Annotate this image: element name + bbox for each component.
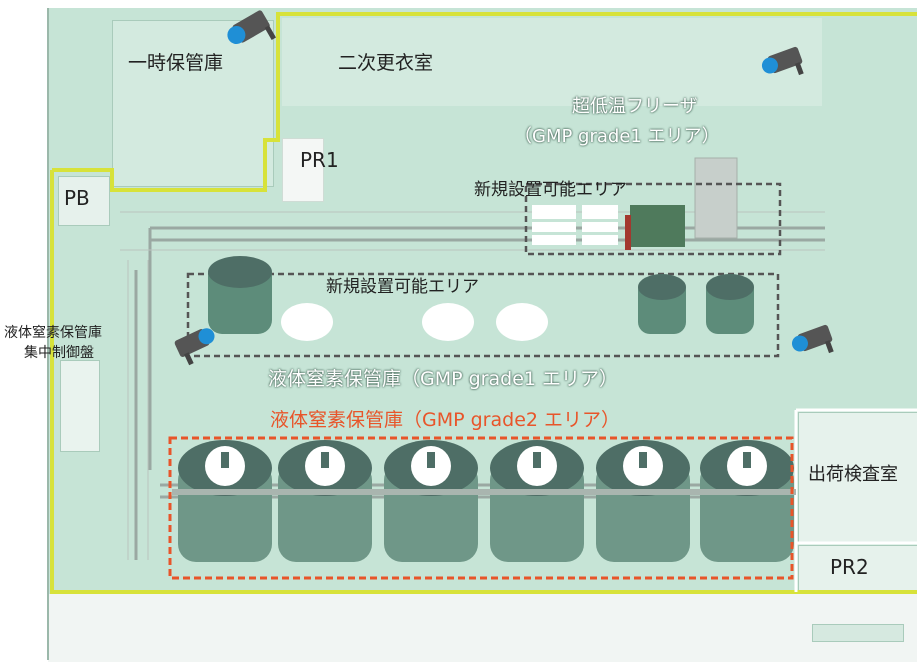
freezer-equipment-red (625, 215, 631, 250)
temp-storage-label: 一時保管庫 (128, 52, 224, 74)
grade2-tank (178, 440, 272, 562)
ultra-freezer-label: 超低温フリーザ (572, 96, 698, 117)
grade1-tank (706, 274, 754, 334)
grade2-tank (596, 440, 690, 562)
control-panel-label-line2: 集中制御盤 (24, 345, 94, 361)
grade2-tank (384, 440, 478, 562)
security-camera-icon (791, 324, 834, 354)
pb-label: PB (64, 186, 90, 210)
lower-room-window (812, 624, 904, 642)
freezer-equipment (630, 205, 685, 247)
security-camera-icon (227, 10, 276, 44)
new-install-upper-label: 新規設置可能エリア (474, 180, 627, 200)
empty-slot (496, 303, 548, 341)
empty-slot (422, 303, 474, 341)
white-shelves (532, 205, 618, 245)
security-camera-icon (761, 46, 804, 76)
grade2-tank (490, 440, 584, 562)
ultra-freezer-unit (694, 157, 738, 239)
grade2-tank (700, 440, 794, 562)
grade2-tank (278, 440, 372, 562)
shipping-inspection-label: 出荷検査室 (808, 464, 898, 485)
new-install-area-middle (186, 272, 780, 358)
empty-slot (281, 303, 333, 341)
grade1-tank (208, 256, 272, 334)
pr2-room (798, 545, 917, 593)
ultra-freezer-grade-label: （GMP grade1 エリア） (514, 126, 720, 147)
secondary-changing-room (282, 18, 822, 106)
gmp-boundary-line-lower (50, 170, 917, 594)
grade1-tank (638, 274, 686, 334)
pr1-label: PR1 (300, 148, 339, 172)
shipping-inspection-room (798, 412, 917, 544)
gmp-boundary-line (52, 12, 917, 192)
lower-corridor (48, 594, 917, 662)
pr2-label: PR2 (830, 555, 869, 579)
grade2-tanks (178, 440, 794, 562)
ln2-grade1-label: 液体窒素保管庫（GMP grade1 エリア） (268, 368, 619, 390)
ln2-grade2-label: 液体窒素保管庫（GMP grade2 エリア） (270, 409, 621, 431)
new-install-area-upper (524, 182, 782, 256)
grade2-area-box (168, 436, 794, 580)
control-panel-cabinet (60, 360, 100, 452)
control-panel-label-line1: 液体窒素保管庫 (4, 325, 102, 341)
pr1-room (282, 138, 324, 202)
security-camera-icon (174, 328, 215, 366)
pb-room (58, 176, 110, 226)
secondary-changing-label: 二次更衣室 (338, 52, 434, 74)
new-install-middle-label: 新規設置可能エリア (326, 277, 479, 297)
temp-storage-room (112, 20, 274, 187)
